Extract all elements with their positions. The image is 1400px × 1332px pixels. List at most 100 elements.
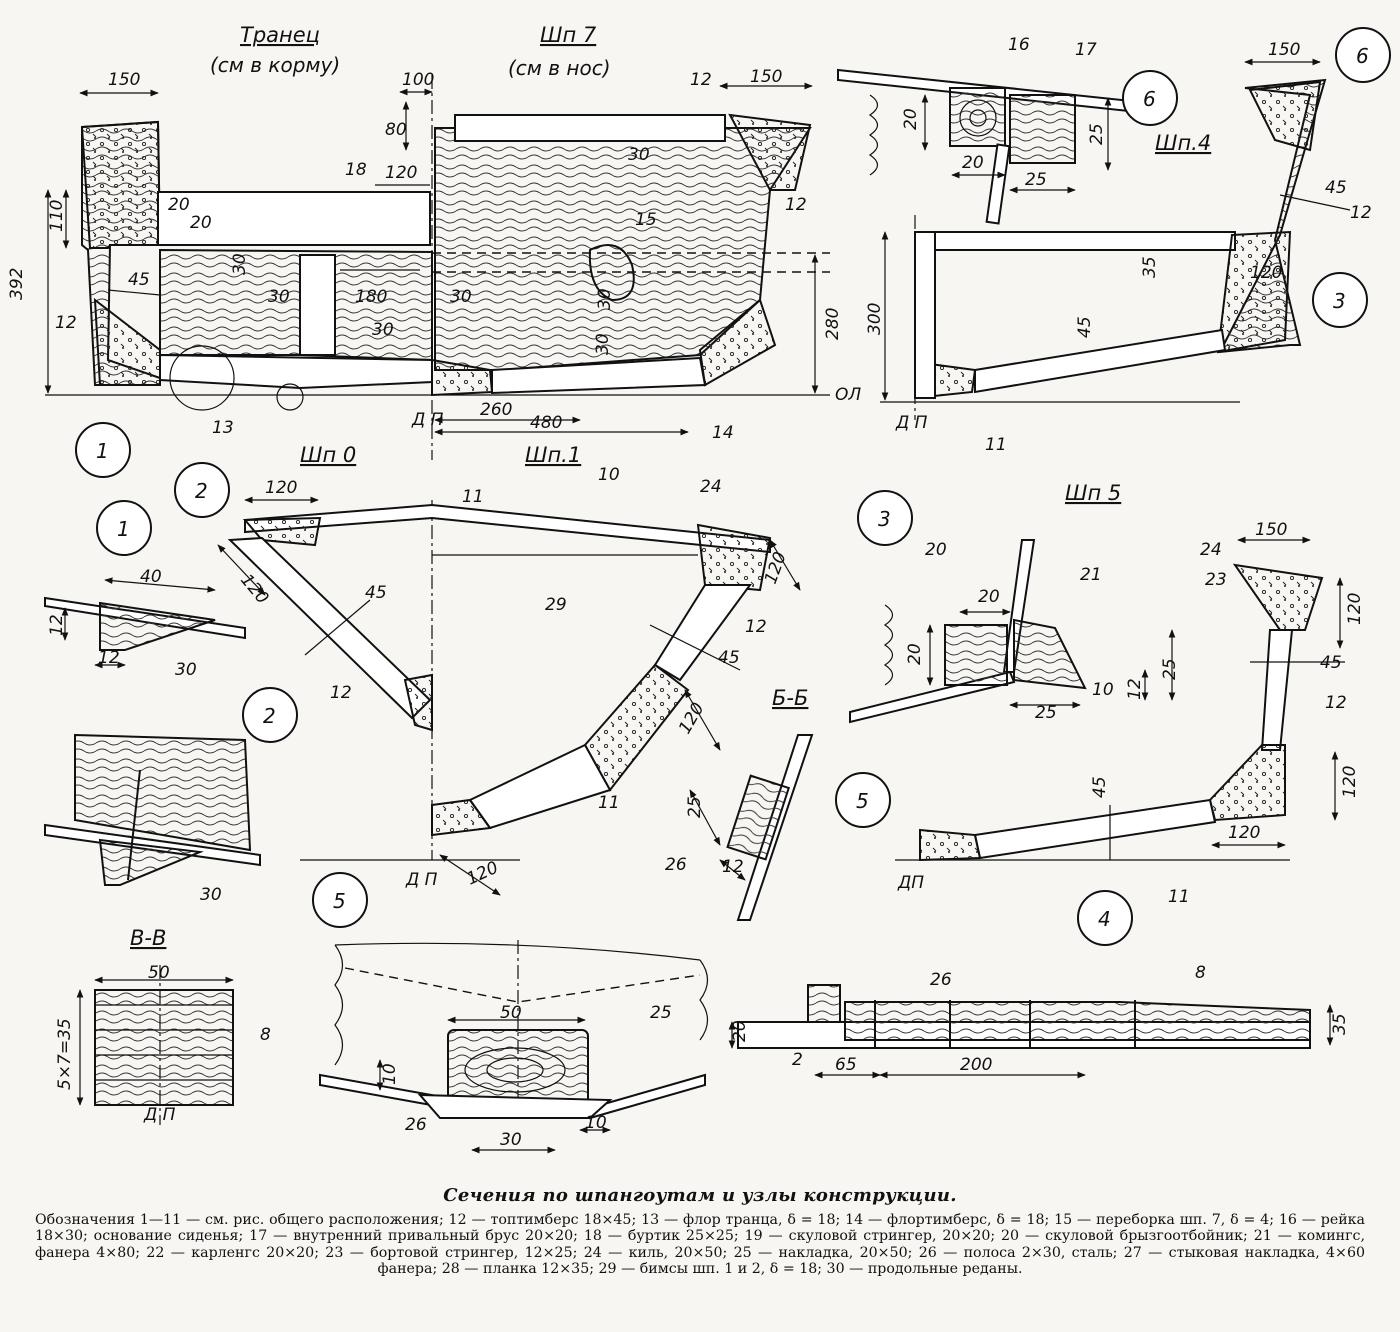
detail3 <box>849 539 1176 724</box>
svg-text:1: 1 <box>117 517 130 541</box>
part-12-transom: 12 <box>55 313 77 333</box>
frame5-knee-top <box>1232 563 1324 631</box>
detail-circle-5: 5 <box>835 772 891 828</box>
dim-30-floor7: 30 <box>593 333 613 355</box>
dim-30-coaming: 30 <box>628 145 650 165</box>
splice-overlay-25 <box>844 1001 1311 1041</box>
subtitle-frame7: (см в нос) <box>508 56 611 80</box>
dim-120-frame5-top: 120 <box>1345 593 1365 625</box>
title-frame1: Шп.1 <box>525 443 581 467</box>
detail-circle-2-marker <box>276 383 304 411</box>
detail6-clamp-17 <box>949 87 1006 147</box>
dim-260: 260 <box>480 400 512 420</box>
dim-120-frame5-bottom: 120 <box>1228 823 1260 843</box>
beam-frame4 <box>914 231 1236 251</box>
detail2-chine <box>98 838 204 886</box>
dim-20-d3b: 20 <box>905 643 925 665</box>
dim-280: 280 <box>823 308 843 340</box>
part-14-frame4: 11 <box>985 435 1007 455</box>
transom-and-frame7-view <box>44 75 830 460</box>
title-frame5: Шп 5 <box>1065 481 1121 505</box>
dim-300: 300 <box>865 303 885 335</box>
part-29: 29 <box>545 595 567 615</box>
transom-knee-lower <box>93 297 161 386</box>
dim-18: 18 <box>345 160 367 180</box>
dim-5x7: 5×7=35 <box>55 1018 75 1090</box>
label-ol: ОЛ <box>835 385 861 405</box>
detail2-keel-block <box>74 733 252 852</box>
dim-150-frame7: 150 <box>750 67 782 87</box>
dim-12-d1a: 12 <box>47 614 67 636</box>
part-8-splice: 8 <box>1195 963 1206 983</box>
dim-2: 2 <box>792 1050 803 1070</box>
part-12-frame5: 12 <box>1325 693 1347 713</box>
part-21: 23 <box>1205 570 1227 590</box>
dim-30-low: 30 <box>372 320 394 340</box>
part-30-d2: 30 <box>200 885 222 905</box>
frame1-knee-top <box>696 523 772 592</box>
detail2-plank <box>44 823 261 867</box>
part-30-d1: 30 <box>175 660 197 680</box>
frame5-view <box>895 536 1345 862</box>
detail-circle-4: 4 <box>1077 890 1133 946</box>
keel-bottom-plank-right <box>589 1073 706 1120</box>
detail-circle-6b: 6 <box>1335 27 1391 83</box>
title-frame7: Шп 7 <box>540 23 597 47</box>
svg-text:6: 6 <box>1356 44 1369 68</box>
frame4-centerline-post <box>914 231 936 399</box>
dim-35-splice: 35 <box>1330 1013 1350 1035</box>
dim-120-seat: 120 <box>385 163 417 183</box>
part-22-frame1: 24 <box>700 477 722 497</box>
dim-12-d1b: 12 <box>98 648 120 668</box>
part-22-frame5: 24 <box>1200 540 1222 560</box>
detail-circle-1b: 1 <box>96 500 152 556</box>
dim-45-floor4: 45 <box>1075 316 1095 338</box>
dim-20-d3a: 20 <box>978 587 1000 607</box>
dim-110: 110 <box>47 200 67 232</box>
frame0-keel <box>403 673 433 732</box>
caption-title: Сечения по шпангоутам и узлы конструкции… <box>443 1185 957 1206</box>
frame4-sheer-clamp <box>1248 80 1322 152</box>
dim-12-d3: 12 <box>1125 678 1145 700</box>
title-frame0: Шп 0 <box>300 443 356 467</box>
svg-text:6: 6 <box>1143 87 1156 111</box>
part-8-vv: 8 <box>260 1025 271 1045</box>
frame4-knee <box>1216 230 1292 354</box>
part-20: 21 <box>1080 565 1102 585</box>
floor-timber-15 <box>491 356 707 395</box>
svg-text:5: 5 <box>856 789 869 813</box>
caption-legend: Обозначения 1—11 — см. рис. общего распо… <box>35 1212 1365 1278</box>
part-14-frame5: 11 <box>1168 887 1190 907</box>
keel-strip-26 <box>417 1093 613 1119</box>
detail-circle-6: 6 <box>1122 70 1178 126</box>
dim-30-post: 30 <box>268 287 290 307</box>
dim-20-a: 20 <box>168 195 190 215</box>
dim-25-d6b: 25 <box>1087 123 1107 145</box>
frame1-keel <box>431 798 492 837</box>
subtitle-transom: (см в корму) <box>210 53 340 77</box>
dim-65: 65 <box>835 1055 857 1075</box>
dim-200: 200 <box>960 1055 992 1075</box>
dim-120-frame4: 120 <box>1250 263 1282 283</box>
details-1-2 <box>44 577 261 886</box>
part-25: 26 <box>930 970 952 990</box>
dim-30-floor: 30 <box>230 253 250 275</box>
detail6-side-plank <box>985 143 1011 225</box>
dim-120-frame1-keel: 120 <box>464 858 502 890</box>
dim-30-batten: 30 <box>595 288 615 310</box>
construction-drawing: Транец (см в корму) Шп 7 (см в нос) Шп.4… <box>7 23 1391 1154</box>
dim-392: 392 <box>7 268 27 300</box>
frame5-keel <box>919 828 982 862</box>
figure-caption: Сечения по шпангоутам и узлы конструкции… <box>35 1185 1365 1278</box>
deck-beam-29 <box>244 503 771 554</box>
splice-block <box>807 984 841 1023</box>
floor-timber-14-frame1 <box>468 743 612 830</box>
dim-20-splice: 20 <box>730 1020 750 1042</box>
dim-120-frame5-side: 120 <box>1340 766 1360 798</box>
part-26: 26 <box>405 1115 427 1135</box>
vv-keel-laminate <box>94 989 234 1106</box>
frame4-view <box>837 58 1351 420</box>
dim-30-right: 30 <box>450 287 472 307</box>
coaming-21 <box>454 114 726 142</box>
label-dp-5: Д П <box>143 1105 176 1125</box>
